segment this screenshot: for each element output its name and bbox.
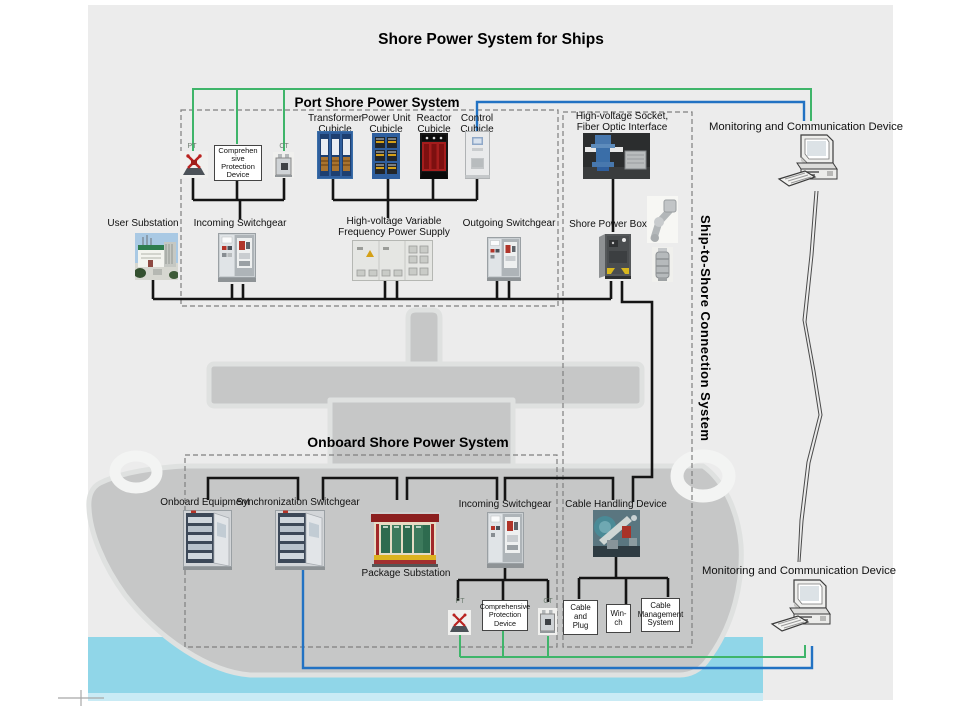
ship-funnel — [405, 307, 443, 371]
user-substation-icon — [134, 233, 179, 285]
package-substation-label: Package Substation — [361, 568, 451, 579]
onboard-ct-icon — [538, 608, 557, 640]
shore-power-box-icon — [597, 233, 633, 285]
transformer-cubicle-icon — [317, 131, 353, 184]
connector-arm-icon — [647, 196, 678, 248]
blue-signal-lines — [301, 100, 814, 670]
transformer-cubicle-label: Transformer Cubicle — [307, 113, 363, 136]
onboard-system-title: Onboard Shore Power System — [307, 434, 509, 450]
port-incoming-label: Incoming Switchgear — [193, 218, 287, 229]
cable-management-box: Cable Management System — [638, 598, 683, 632]
user-substation-label: User Substation — [107, 218, 179, 229]
monitoring-top-icon — [777, 133, 839, 196]
water-light-strip — [88, 693, 763, 701]
winch-box: Win- ch — [606, 604, 631, 633]
outgoing-label: Outgoing Switchgear — [462, 218, 556, 229]
port-system-box — [180, 109, 559, 307]
control-cubicle-label: Control Cubicle — [460, 113, 494, 136]
cable-handling-label: Cable Handling Device — [565, 499, 667, 510]
comm-cable — [797, 190, 823, 563]
control-cubicle-icon — [465, 131, 490, 184]
shore-power-box-label: Shore Power Box — [569, 219, 647, 230]
page-title: Shore Power System for Ships — [378, 31, 604, 48]
cable-plug-box: Cable and Plug — [563, 600, 598, 635]
onboard-ct-label: CT — [543, 598, 553, 605]
ship-ring-right — [670, 449, 736, 503]
port-pt-icon — [180, 151, 208, 183]
package-substation-icon — [370, 512, 440, 572]
ship-ring-left — [109, 450, 163, 494]
sync-switchgear-icon — [275, 510, 325, 575]
sync-switchgear-label: Synchronization Switchgear — [236, 497, 360, 508]
power-lines — [151, 177, 670, 604]
port-ct-label: CT — [279, 143, 289, 150]
ship-to-shore-label: Ship-to-Shore Connection System — [698, 215, 713, 442]
onboard-equipment-icon — [183, 510, 232, 575]
port-ct-icon — [273, 152, 294, 183]
monitoring-bottom-label: Monitoring and Communication Device — [701, 565, 897, 577]
cable-handling-icon — [593, 510, 640, 562]
onboard-cpd-box: Comprehensive Protection Device — [480, 600, 530, 631]
onboard-pt-icon — [448, 610, 471, 640]
reactor-cubicle-icon — [420, 133, 448, 184]
power-unit-cubicle-label: Power Unit Cubicle — [361, 113, 411, 136]
port-incoming-icon — [218, 233, 256, 287]
onboard-pt-label: PT — [455, 598, 465, 605]
onboard-equipment-label: Onboard Equipment — [160, 497, 250, 508]
outgoing-icon — [487, 237, 521, 286]
hvvf-icon — [352, 240, 433, 286]
crosshair-mark — [58, 690, 104, 706]
onboard-incoming-icon — [487, 512, 524, 573]
port-pt-label: PT — [187, 143, 197, 150]
ship-column — [327, 397, 516, 473]
hv-socket-label: High-voltage Socket, Fiber Optic Interfa… — [575, 111, 669, 134]
connector-plug-icon — [652, 247, 673, 287]
hvvf-label: High-voltage Variable Frequency Power Su… — [338, 216, 450, 239]
reactor-cubicle-label: Reactor Cubicle — [416, 113, 452, 136]
port-system-title: Port Shore Power System — [294, 95, 460, 110]
hv-socket-icon — [583, 133, 650, 184]
power-unit-cubicle-icon — [372, 133, 400, 184]
onboard-incoming-label: Incoming Switchgear — [458, 499, 552, 510]
port-cpd-box: Comprehen sive Protection Device — [214, 145, 262, 181]
green-signal-lines — [192, 88, 812, 658]
shore-connection-box — [562, 111, 693, 648]
monitoring-bottom-icon — [770, 578, 832, 641]
monitoring-top-label: Monitoring and Communication Device — [708, 121, 904, 133]
